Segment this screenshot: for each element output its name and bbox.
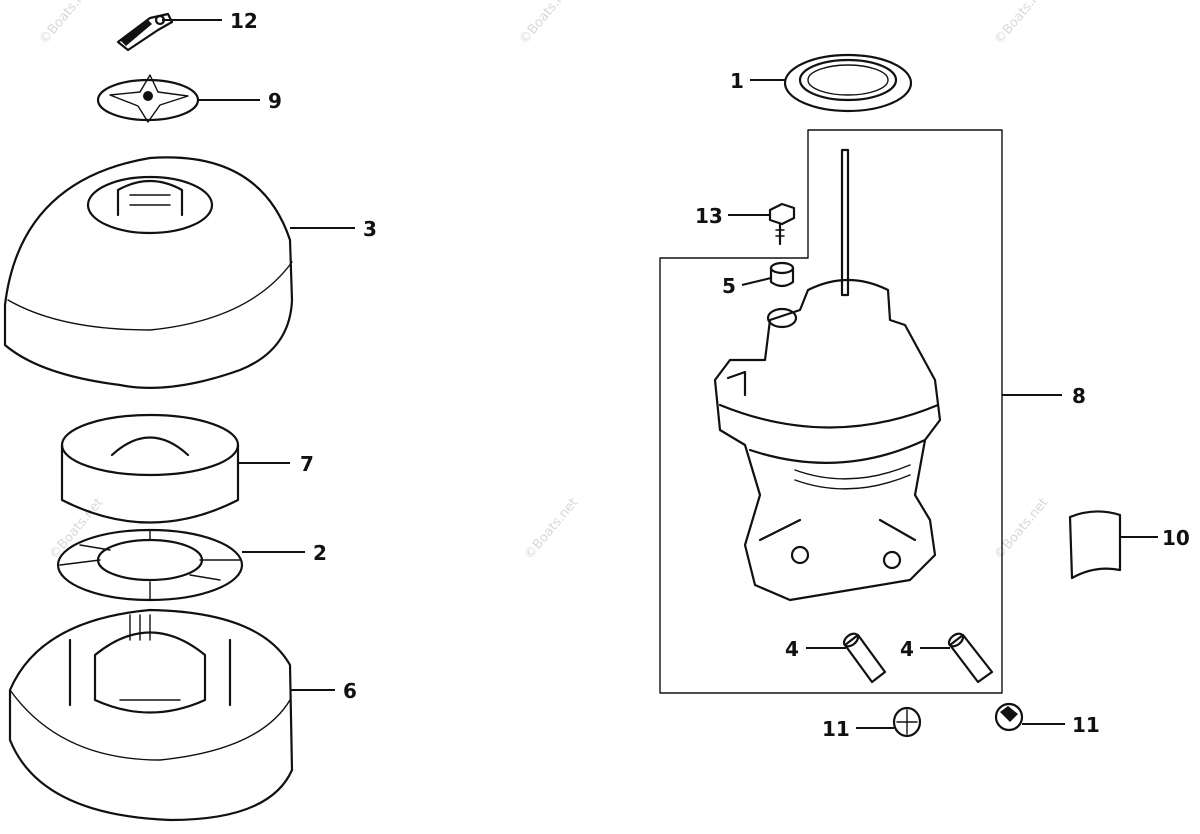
callout-13: 13 [695, 204, 723, 228]
part-5-collar [769, 261, 795, 288]
watermarks: ©Boats.net ©Boats.net ©Boats.net ©Boats.… [37, 0, 1052, 563]
callout-3: 3 [363, 217, 377, 241]
part-2-grid [56, 528, 244, 602]
watermark-4: ©Boats.net [47, 495, 107, 562]
part-1-gasket [783, 53, 913, 113]
part-4-pin-a [842, 632, 887, 684]
part-11-nut-b [994, 702, 1024, 732]
callout-numbers: 12 9 3 7 2 6 1 13 5 8 10 4 4 11 11 [230, 9, 1190, 741]
watermark-6: ©Boats.net [992, 495, 1052, 562]
callout-9: 9 [268, 89, 282, 113]
callout-8: 8 [1072, 384, 1086, 408]
callout-4b: 4 [900, 637, 914, 661]
part-9-knob [96, 74, 200, 123]
watermark-1: ©Boats.net [37, 0, 97, 48]
leader-lines [162, 19, 1158, 729]
watermark-3: ©Boats.net [992, 0, 1052, 48]
part-8-box [659, 129, 1003, 694]
part-3-cover [3, 156, 294, 389]
part-7-element [60, 413, 240, 524]
callout-6: 6 [343, 679, 357, 703]
part-11-nut-a [892, 706, 922, 738]
callout-5: 5 [722, 274, 736, 298]
part-6-base [8, 608, 294, 822]
part-10-plate [1068, 510, 1122, 580]
callout-11b: 11 [1072, 713, 1100, 737]
callout-12: 12 [230, 9, 258, 33]
watermark-2: ©Boats.net [517, 0, 577, 48]
callout-4a: 4 [785, 637, 799, 661]
callout-2: 2 [313, 541, 327, 565]
watermark-5: ©Boats.net [522, 495, 582, 562]
part-13-bolt [768, 202, 796, 246]
callout-1: 1 [730, 69, 744, 93]
part-8-body [713, 148, 942, 602]
callout-7: 7 [300, 452, 314, 476]
part-4-pin-b [947, 632, 994, 684]
callout-10: 10 [1162, 526, 1190, 550]
leader-5 [741, 277, 772, 286]
callout-11a: 11 [822, 717, 850, 741]
